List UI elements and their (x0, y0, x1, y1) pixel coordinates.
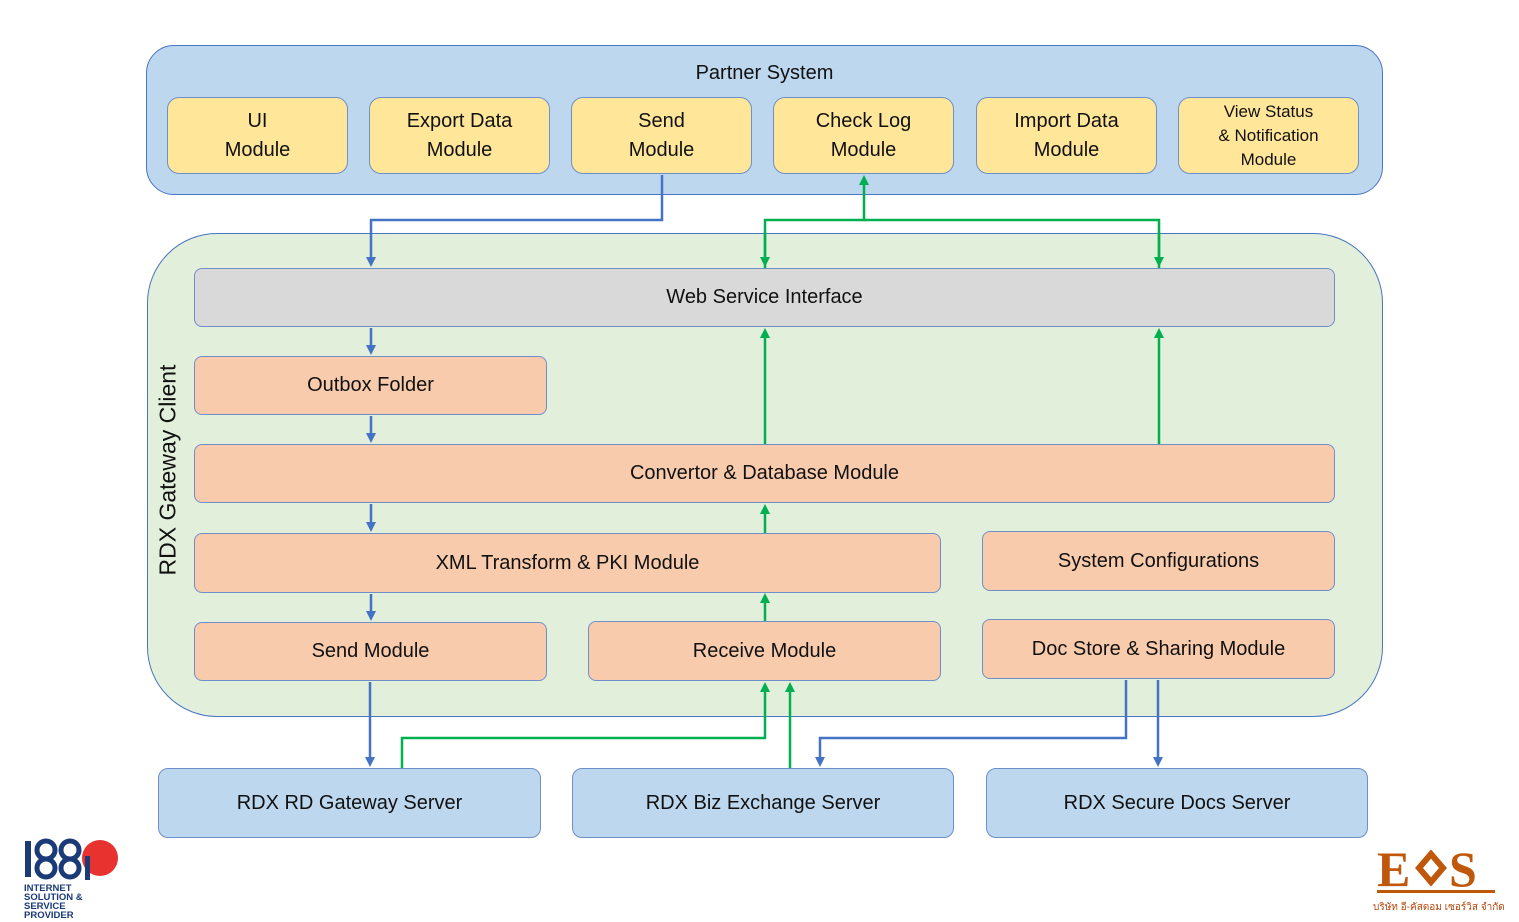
svg-text:S: S (1449, 841, 1477, 896)
arrow-send-to-web-service (366, 175, 664, 267)
doc-store-sharing-box: Doc Store & Sharing Module (982, 619, 1335, 679)
arrow-docstore-to-biz-server (815, 680, 1128, 767)
partner-send-module-box: Send Module (571, 97, 752, 174)
outbox-folder-box: Outbox Folder (194, 356, 547, 415)
check-log-module-box: Check Log Module (773, 97, 954, 174)
view-status-module-box: View Status & Notification Module (1178, 97, 1359, 174)
ecs-logo-text: บริษัท อี-คัสตอม เซอร์วิส จำกัด (1373, 902, 1505, 913)
svg-text:E: E (1377, 841, 1410, 896)
ecs-logo-mark: E S (1377, 841, 1495, 897)
ecs-logo: E S บริษัท อี-คัสตอม เซอร์วิส จำกัด (1373, 840, 1515, 920)
biz-exchange-server-box: RDX Biz Exchange Server (572, 768, 954, 838)
secure-docs-server-box: RDX Secure Docs Server (986, 768, 1368, 838)
client-send-module-box: Send Module (194, 622, 547, 681)
system-configurations-box: System Configurations (982, 531, 1335, 591)
convertor-database-box: Convertor & Database Module (194, 444, 1335, 503)
xml-pki-box: XML Transform & PKI Module (194, 533, 941, 593)
web-service-interface-box: Web Service Interface (194, 268, 1335, 327)
i88p-logo-text: INTERNET SOLUTION & SERVICE PROVIDER (24, 883, 83, 921)
i88p-logo: INTERNET SOLUTION & SERVICE PROVIDER (22, 838, 122, 920)
ui-module-box: UI Module (167, 97, 348, 174)
receive-module-box: Receive Module (588, 621, 941, 681)
rd-gateway-server-box: RDX RD Gateway Server (158, 768, 541, 838)
import-data-module-box: Import Data Module (976, 97, 1157, 174)
partner-system-container (146, 45, 1383, 195)
export-data-module-box: Export Data Module (369, 97, 550, 174)
arrow-rd-server-to-receive (400, 682, 770, 768)
partner-system-title: Partner System (695, 62, 834, 84)
i88p-logo-mark (25, 838, 118, 880)
arrow-web-service-to-check-log-a (763, 175, 869, 268)
arrow-web-service-to-check-log-b (864, 218, 1161, 268)
